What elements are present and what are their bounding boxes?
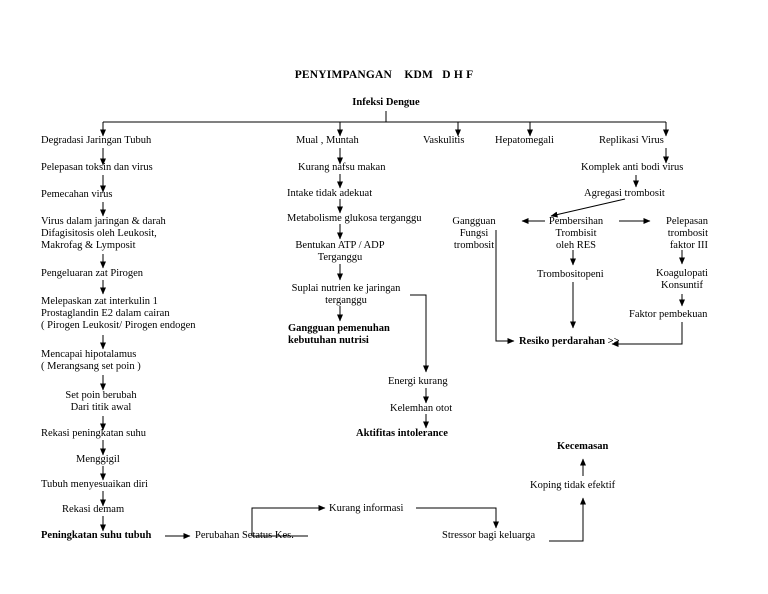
node-koagulopati: Koagulopati Konsuntif bbox=[656, 268, 708, 291]
node-hipotalamus: Mencapai hipotalamus ( Merangsang set po… bbox=[41, 349, 141, 372]
node-kecemasan: Kecemasan bbox=[557, 441, 609, 452]
node-rekasi-demam: Rekasi demam bbox=[62, 504, 125, 515]
node-peningkatan-suhu: Peningkatan suhu tubuh bbox=[41, 530, 152, 541]
node-gangguan-nutrisi: Gangguan pemenuhan kebutuhan nutrisi bbox=[288, 323, 390, 346]
node-komplek-antibodi: Komplek anti bodi virus bbox=[581, 162, 684, 173]
node-faktor-pembekuan: Faktor pembekuan bbox=[629, 309, 708, 320]
node-agregasi-trombosit: Agregasi trombosit bbox=[584, 188, 665, 199]
node-kurang-informasi: Kurang informasi bbox=[329, 503, 404, 514]
node-tubuh-menyesuaikan: Tubuh menyesuaikan diri bbox=[41, 479, 148, 490]
node-metabolisme: Metabolisme glukosa terganggu bbox=[287, 213, 422, 224]
node-atp-adp: Bentukan ATP / ADP Terganggu bbox=[295, 240, 385, 263]
node-energi-kurang: Energi kurang bbox=[388, 376, 448, 387]
diagram-title: PENYIMPANGAN KDM D H F bbox=[294, 69, 474, 81]
node-pelepasan-faktor: Pelepasan trombosit faktor III bbox=[666, 216, 708, 251]
node-perubahan-status: Perubahan Setatus Kes. bbox=[195, 530, 294, 541]
node-aktifitas-intolerance: Aktifitas intolerance bbox=[356, 428, 448, 439]
node-menggigil: Menggigil bbox=[76, 454, 120, 465]
node-infeksi-dengue: Infeksi Dengue bbox=[352, 97, 420, 108]
node-suplai-nutrien: Suplai nutrien ke jaringan terganggu bbox=[291, 283, 401, 306]
node-set-poin: Set poin berubah Dari titik awal bbox=[65, 390, 137, 413]
node-pemecahan-virus: Pemecahan virus bbox=[41, 189, 113, 200]
node-pelepasan-toksin: Pelepasan toksin dan virus bbox=[41, 162, 153, 173]
node-kurang-nafsu: Kurang nafsu makan bbox=[298, 162, 386, 173]
node-rekasi-suhu: Rekasi peningkatan suhu bbox=[41, 428, 146, 439]
node-kelemahan-otot: Kelemhan otot bbox=[390, 403, 453, 414]
node-koping: Koping tidak efektif bbox=[530, 480, 616, 491]
node-interkulin: Melepaskan zat interkulin 1 Prostaglandi… bbox=[41, 296, 196, 331]
node-pirogen: Pengeluaran zat Pirogen bbox=[41, 268, 144, 279]
node-mual-muntah: Mual , Muntah bbox=[296, 135, 359, 146]
node-pembersihan: Pembersihan Trombisit oleh RES bbox=[548, 216, 604, 251]
node-degradasi: Degradasi Jaringan Tubuh bbox=[41, 135, 152, 146]
node-resiko-perdarahan: Resiko perdarahan >> bbox=[519, 336, 620, 347]
node-intake: Intake tidak adekuat bbox=[287, 188, 373, 199]
node-stressor: Stressor bagi keluarga bbox=[442, 530, 536, 541]
node-replikasi-virus: Replikasi Virus bbox=[599, 135, 664, 146]
node-virus-jaringan: Virus dalam jaringan & darah Difagisitos… bbox=[41, 216, 166, 251]
node-trombositopeni: Trombositopeni bbox=[537, 269, 604, 280]
node-hepatomegali: Hepatomegali bbox=[495, 135, 554, 146]
node-vaskulitis: Vaskulitis bbox=[423, 135, 465, 146]
node-gangguan-fungsi: Gangguan Fungsi trombosit bbox=[452, 216, 496, 251]
